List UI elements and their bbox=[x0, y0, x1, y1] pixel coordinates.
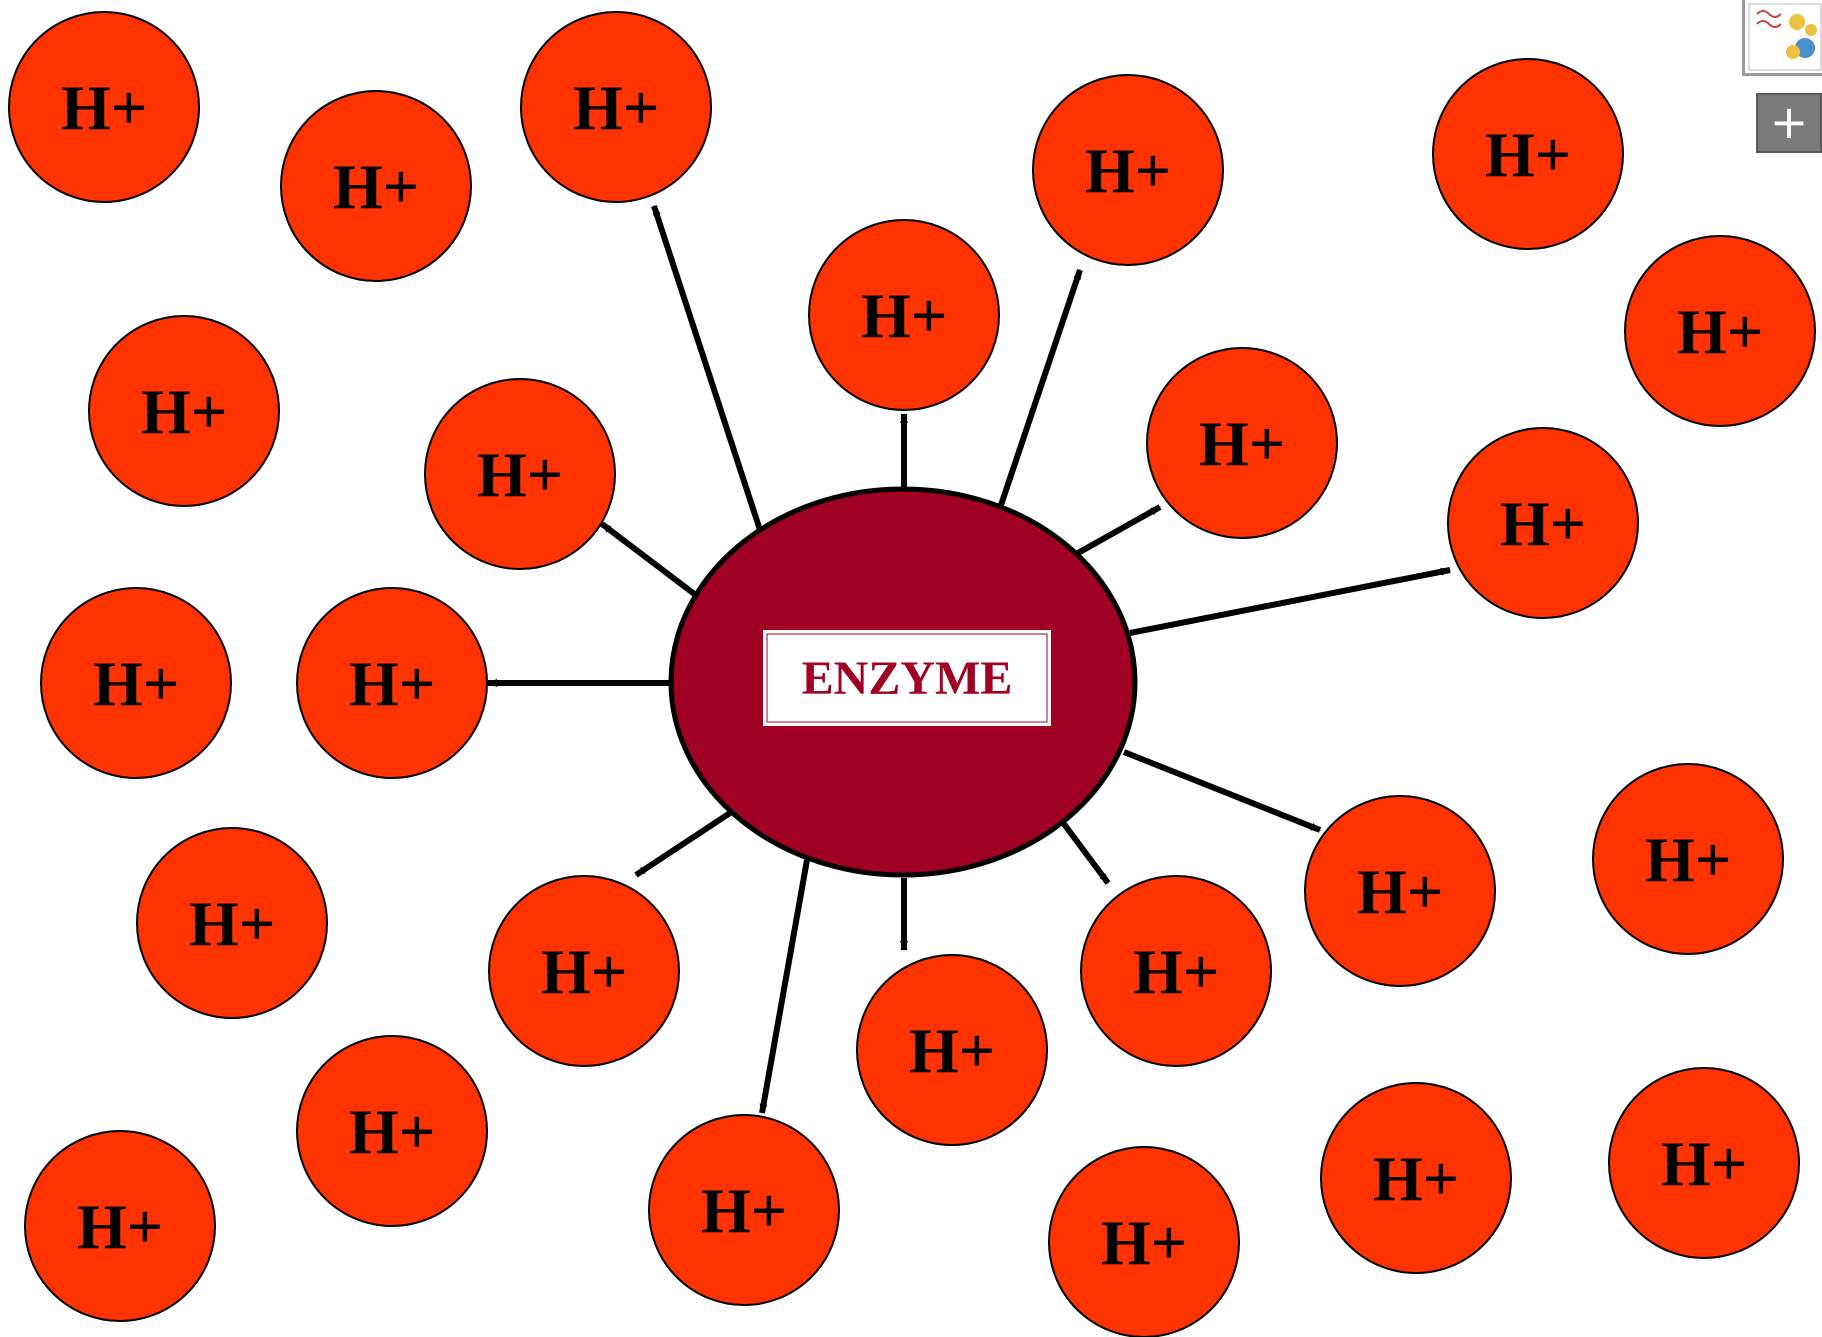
ion-label: H+ bbox=[909, 1015, 995, 1086]
ion-circle bbox=[1032, 74, 1224, 266]
hydrogen-ion-5: H+ bbox=[1432, 58, 1624, 250]
ion-circle bbox=[24, 1130, 216, 1322]
hydrogen-ion-13: H+ bbox=[296, 587, 488, 779]
ion-circle bbox=[1304, 795, 1496, 987]
ion-label: H+ bbox=[1645, 824, 1731, 895]
ion-circle bbox=[296, 587, 488, 779]
hydrogen-ion-8: H+ bbox=[424, 378, 616, 570]
enzyme-label: ENZYME bbox=[802, 652, 1013, 705]
ion-label: H+ bbox=[1357, 856, 1443, 927]
ion-label: H+ bbox=[573, 72, 659, 143]
arrow-12 bbox=[759, 859, 810, 1114]
enzyme-label-box-inner bbox=[766, 633, 1048, 723]
ion-label: H+ bbox=[77, 1191, 163, 1262]
ion-circle bbox=[520, 11, 712, 203]
ion-circle bbox=[488, 875, 680, 1067]
arrow-2 bbox=[997, 269, 1083, 509]
ion-label: H+ bbox=[1677, 296, 1763, 367]
add-button[interactable]: + bbox=[1756, 93, 1822, 153]
ion-circle bbox=[1592, 763, 1784, 955]
ion-circle bbox=[1432, 58, 1624, 250]
ion-label: H+ bbox=[477, 439, 563, 510]
ion-circle bbox=[808, 219, 1000, 411]
ion-label: H+ bbox=[1085, 135, 1171, 206]
ion-label: H+ bbox=[1373, 1143, 1459, 1214]
hydrogen-ion-20: H+ bbox=[296, 1035, 488, 1227]
ion-circle bbox=[136, 827, 328, 1019]
ion-circle bbox=[88, 315, 280, 507]
arrow-9 bbox=[1061, 822, 1111, 885]
hydrogen-ion-25: H+ bbox=[24, 1130, 216, 1322]
arrows-layer bbox=[487, 205, 1451, 1114]
ion-label: H+ bbox=[1500, 488, 1586, 559]
hydrogen-ion-2: H+ bbox=[280, 90, 472, 282]
hydrogen-ion-3: H+ bbox=[520, 11, 712, 203]
hydrogen-ion-17: H+ bbox=[1080, 875, 1272, 1067]
hydrogen-ion-4: H+ bbox=[1032, 74, 1224, 266]
ion-label: H+ bbox=[189, 888, 275, 959]
ion-circle bbox=[648, 1114, 840, 1306]
hydrogen-ion-14: H+ bbox=[136, 827, 328, 1019]
ion-label: H+ bbox=[1661, 1128, 1747, 1199]
hydrogen-ion-21: H+ bbox=[648, 1114, 840, 1306]
ion-circle bbox=[856, 954, 1048, 1146]
ion-label: H+ bbox=[141, 376, 227, 447]
ion-label: H+ bbox=[861, 280, 947, 351]
arrow-11 bbox=[634, 810, 732, 878]
hydrogen-ion-18: H+ bbox=[1304, 795, 1496, 987]
arrow-1 bbox=[651, 205, 763, 531]
hydrogen-ion-12: H+ bbox=[40, 587, 232, 779]
hydrogen-ion-15: H+ bbox=[488, 875, 680, 1067]
ion-circle bbox=[40, 587, 232, 779]
ion-circle bbox=[8, 11, 200, 203]
hydrogen-ion-1: H+ bbox=[8, 11, 200, 203]
hydrogen-ion-10: H+ bbox=[1624, 235, 1816, 427]
ion-label: H+ bbox=[701, 1175, 787, 1246]
ion-circle bbox=[1447, 427, 1639, 619]
ion-label: H+ bbox=[93, 648, 179, 719]
arrow-5 bbox=[1129, 567, 1451, 636]
hydrogen-ion-7: H+ bbox=[88, 315, 280, 507]
ion-circle bbox=[1080, 875, 1272, 1067]
hydrogen-ion-16: H+ bbox=[856, 954, 1048, 1146]
hydrogen-ion-24: H+ bbox=[1608, 1067, 1800, 1259]
ion-label: H+ bbox=[61, 72, 147, 143]
ion-circle bbox=[424, 378, 616, 570]
hydrogen-ion-11: H+ bbox=[1447, 427, 1639, 619]
ion-circle bbox=[1048, 1146, 1240, 1337]
hydrogen-ion-9: H+ bbox=[1146, 347, 1338, 539]
ion-label: H+ bbox=[1133, 936, 1219, 1007]
ion-circle bbox=[280, 90, 472, 282]
hydrogen-ion-22: H+ bbox=[1048, 1146, 1240, 1337]
arrow-4 bbox=[1076, 504, 1162, 556]
ion-circle bbox=[1624, 235, 1816, 427]
ion-circle bbox=[1320, 1082, 1512, 1274]
hydrogen-ion-6: H+ bbox=[808, 219, 1000, 411]
ions-layer: H+ H+ H+ H+ H+ H+ H+ H+ H+ H+ H+ H+ H+ H+ H+ H+ H+ H+ H+ H+… bbox=[8, 11, 1816, 1337]
hydrogen-ion-19: H+ bbox=[1592, 763, 1784, 955]
ion-label: H+ bbox=[541, 936, 627, 1007]
ion-circle bbox=[1146, 347, 1338, 539]
arrow-6 bbox=[600, 521, 699, 599]
ion-label: H+ bbox=[333, 151, 419, 222]
enzyme-group: ENZYME bbox=[668, 486, 1138, 878]
ion-circle bbox=[296, 1035, 488, 1227]
ion-label: H+ bbox=[349, 1096, 435, 1167]
ion-label: H+ bbox=[349, 648, 435, 719]
enzyme-label-box bbox=[761, 628, 1053, 728]
arrow-8 bbox=[1122, 749, 1322, 833]
ion-label: H+ bbox=[1101, 1207, 1187, 1278]
ion-circle bbox=[1608, 1067, 1800, 1259]
slide-thumbnail-icon[interactable] bbox=[1742, 0, 1822, 76]
hydrogen-ion-23: H+ bbox=[1320, 1082, 1512, 1274]
ion-label: H+ bbox=[1199, 408, 1285, 479]
ion-label: H+ bbox=[1485, 119, 1571, 190]
